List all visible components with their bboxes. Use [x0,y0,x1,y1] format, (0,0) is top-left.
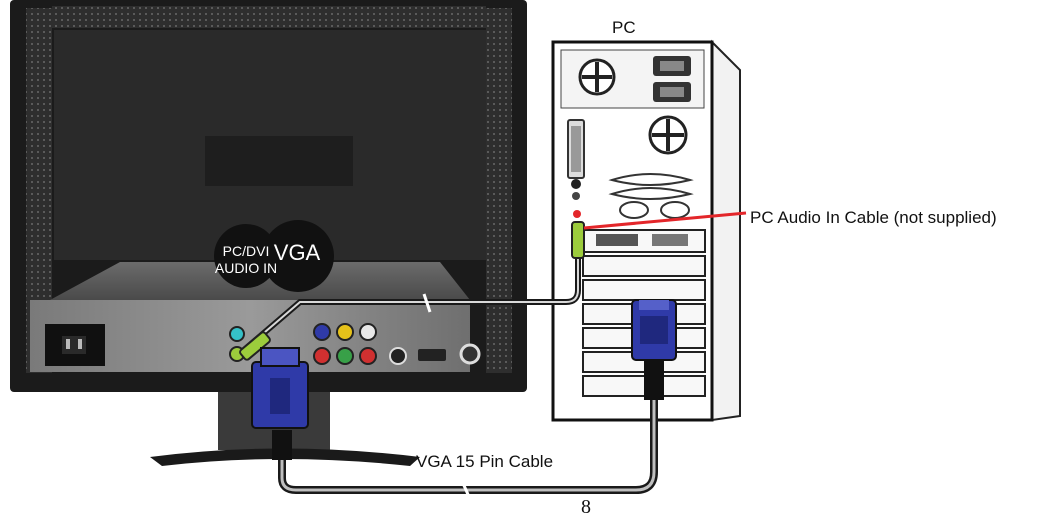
vga-connector-pc [631,299,677,361]
audio-plug-pc [571,221,585,259]
audio-callout-line [583,211,747,230]
badge-audio-line2: AUDIO IN [214,260,278,276]
badge-vga-label: VGA [273,240,321,265]
page-number: 8 [581,496,591,518]
badge-vga [262,220,334,292]
badge-audio-line1: PC/DVI [222,243,270,259]
audio-plug-monitor [239,331,271,361]
vga-connector-monitor [251,347,309,429]
monitor-ports [229,323,481,365]
monitor-back-recess [205,136,353,186]
audio-cable-label: PC Audio In Cable (not supplied) [750,208,997,227]
monitor-vent-top [52,6,486,28]
badge-pc-dvi-audio-in-label: PC/DVI AUDIO IN [214,243,278,277]
badge-pc-dvi-audio-in [214,224,278,288]
monitor-rear [10,0,527,466]
vga-cable-label: VGA 15 Pin Cable [416,452,554,471]
pc-label: PC [612,18,636,37]
monitor-vent-right [486,8,512,373]
